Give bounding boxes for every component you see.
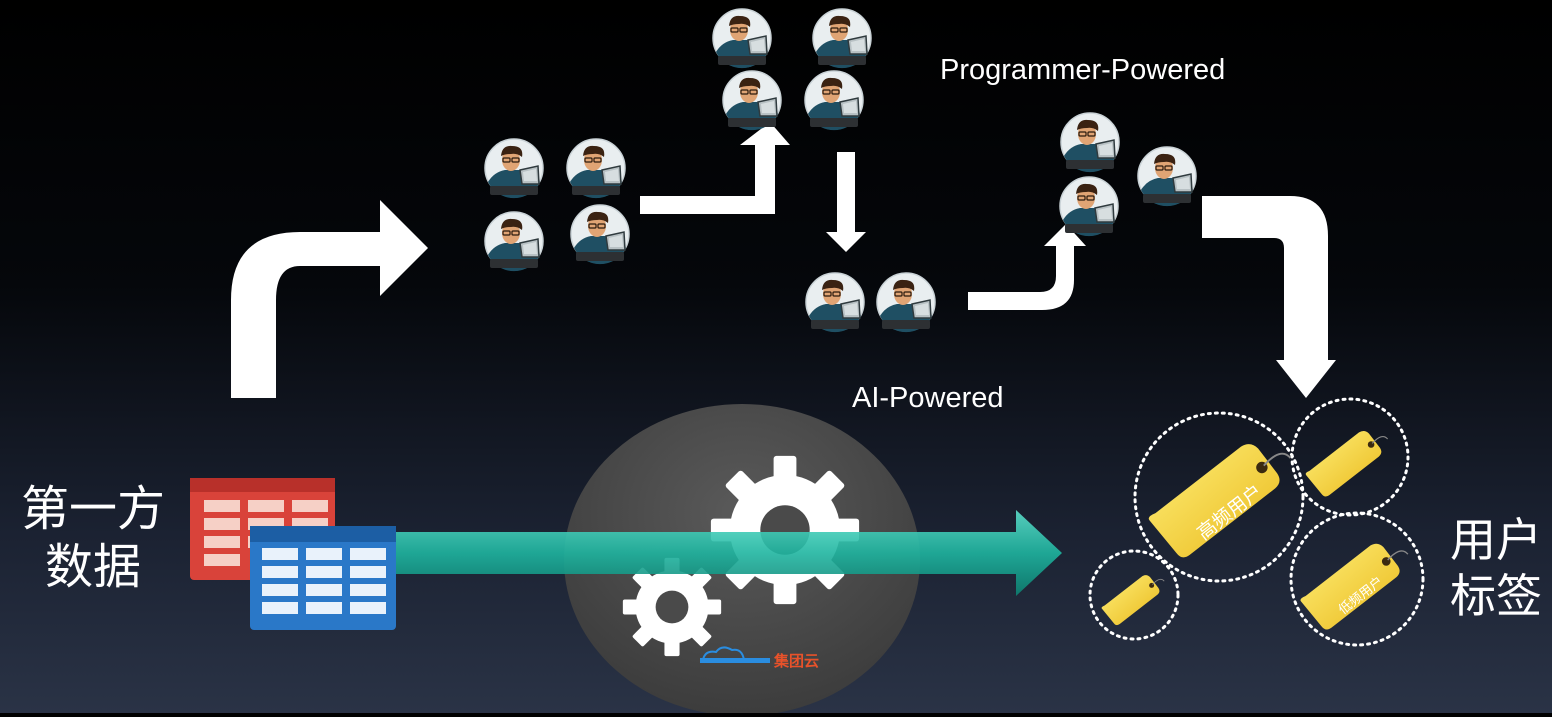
- programmer-avatar-icon: [1137, 146, 1197, 207]
- programmer-group-left: [484, 138, 630, 272]
- logo-text: 集团云: [773, 652, 819, 670]
- programmer-avatar-icon: [804, 70, 864, 131]
- first-party-line1: 第一方: [20, 481, 165, 537]
- arrow-to-user-tags: [1202, 196, 1336, 398]
- programmer-avatar-icon: [484, 211, 544, 272]
- programmer-avatar-icon: [805, 272, 865, 333]
- programmer-avatar-icon: [566, 138, 626, 199]
- programmer-avatar-icon: [570, 204, 630, 265]
- ai-powered-label: AI-Powered: [852, 382, 1004, 414]
- spreadsheet-icon-blue: [250, 526, 396, 630]
- user-tags-line2: 标签: [1450, 569, 1542, 623]
- user-tags-label: 用户 标签: [1440, 512, 1552, 624]
- user-tags-line1: 用户: [1450, 513, 1542, 567]
- programmer-avatar-icon: [1060, 112, 1120, 173]
- programmer-group-right: [1059, 112, 1197, 237]
- price-tag-icon: [1147, 443, 1292, 559]
- programmer-group-top: [712, 8, 872, 131]
- arrow-down-to-pair: [826, 152, 866, 252]
- programmer-avatar-icon: [484, 138, 544, 199]
- flow-arrows: [231, 122, 1336, 398]
- arrow-to-right-group: [968, 224, 1086, 310]
- programmer-powered-label: Programmer-Powered: [940, 54, 1226, 86]
- teal-data-arrow: [396, 510, 1062, 596]
- price-tag-icon: [1305, 430, 1389, 498]
- programmer-avatar-icon: [712, 8, 772, 69]
- programmer-group-pair: [805, 272, 936, 333]
- arrow-data-to-programmers: [231, 200, 428, 398]
- price-tag-icon: [1101, 574, 1165, 626]
- first-party-data-label: 第一方 数据: [8, 480, 178, 596]
- gear-icon: [710, 455, 860, 605]
- price-tag-icon: [1299, 542, 1409, 631]
- programmer-avatar-icon: [722, 70, 782, 131]
- programmer-avatar-icon: [1059, 176, 1119, 237]
- programmer-avatar-icon: [876, 272, 936, 333]
- cloud-logo: 集团云: [700, 646, 819, 670]
- programmer-avatar-icon: [812, 8, 872, 69]
- user-tag-cluster: 高频用户 低频用户: [1088, 397, 1425, 647]
- first-party-line2: 数据: [44, 539, 141, 595]
- arrow-to-top-group: [640, 122, 790, 214]
